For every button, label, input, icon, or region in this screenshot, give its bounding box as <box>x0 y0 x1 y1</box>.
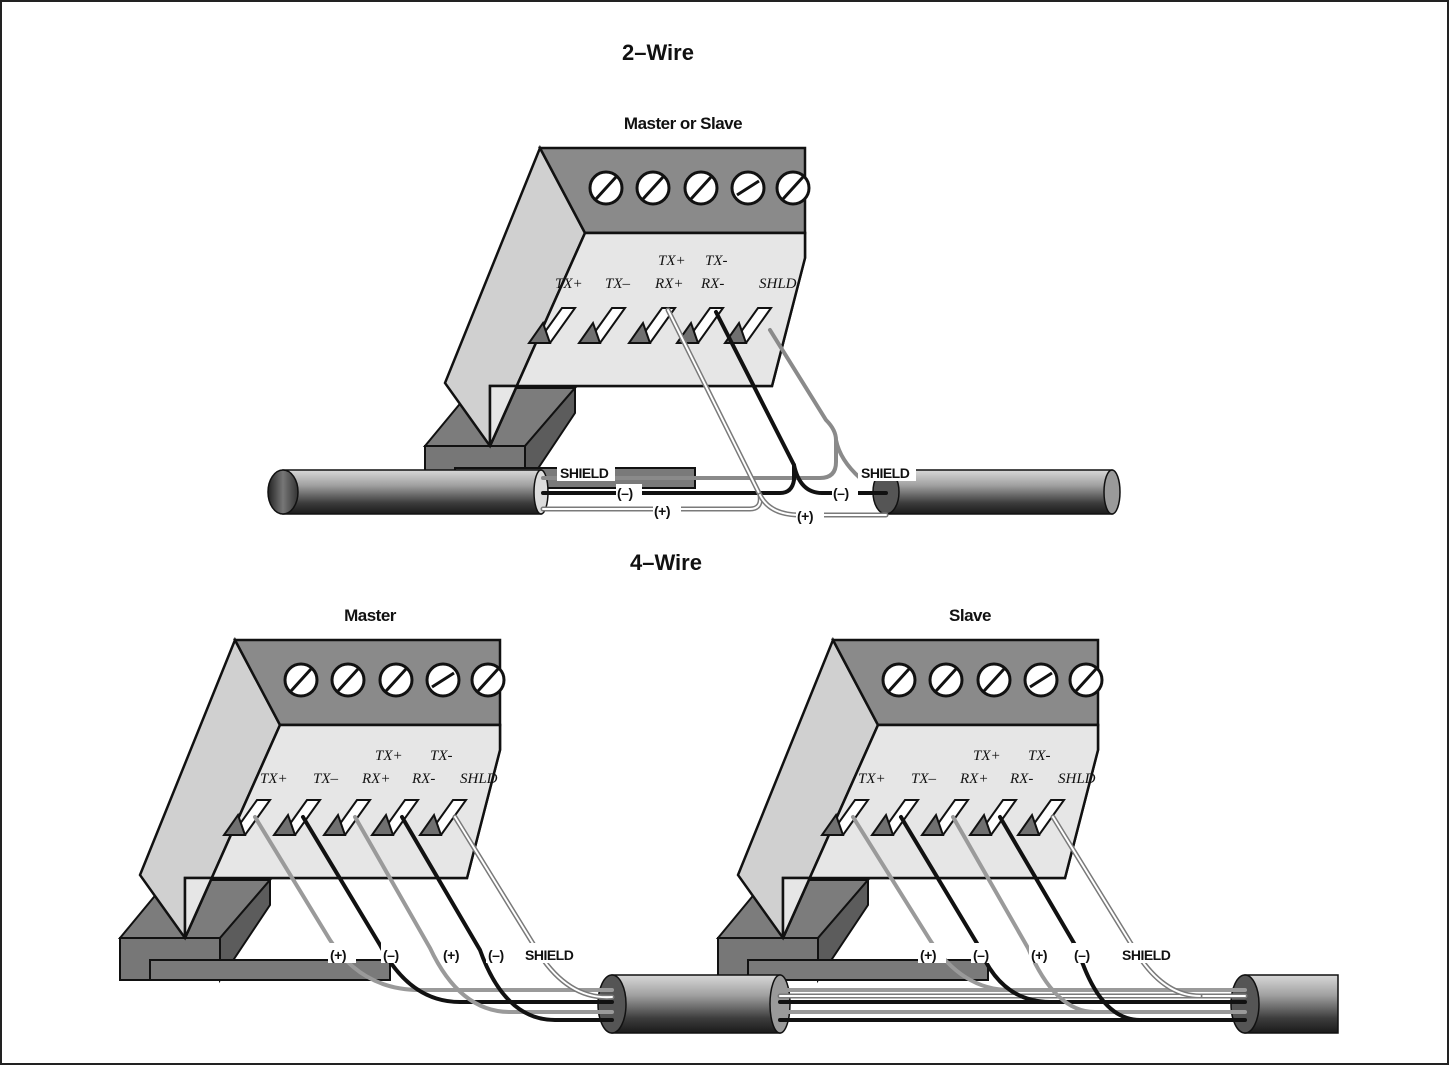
master-label-minus-1: (–) <box>383 947 399 963</box>
four-wire-cable-middle <box>597 974 791 1034</box>
terminal-label-rxminus: RX- <box>700 276 724 292</box>
master-terminal-upper-txminus: TX- <box>430 748 453 764</box>
minus-label-left: (–) <box>617 485 633 501</box>
slave-wire-labels: (+) (–) (+) (–) SHIELD <box>918 943 1177 963</box>
terminal-label-txplus: TX+ <box>555 276 583 292</box>
terminal-label-shld: SHLD <box>759 276 797 292</box>
shield-label-left: SHIELD <box>560 465 609 481</box>
shield-label-right: SHIELD <box>861 465 910 481</box>
slave-label: Slave <box>949 606 991 625</box>
master-terminal-rxminus: RX- <box>411 771 435 787</box>
slave-terminal-upper-txminus: TX- <box>1028 748 1051 764</box>
slave-terminal-txminus: TX– <box>911 771 937 787</box>
slave-terminal-shld: SHLD <box>1058 771 1096 787</box>
slave-label-plus-1: (+) <box>920 947 936 963</box>
plus-label-left: (+) <box>654 503 670 519</box>
master-label-plus-2: (+) <box>443 947 459 963</box>
slave-terminal-rxminus: RX- <box>1009 771 1033 787</box>
slave-label-plus-2: (+) <box>1031 947 1047 963</box>
master-terminal-block: TX+ TX– TX+ RX+ TX- RX- SHLD <box>118 638 506 982</box>
slave-label-minus-2: (–) <box>1074 947 1090 963</box>
slave-label-shield: SHIELD <box>1122 947 1171 963</box>
terminal-label-txminus: TX– <box>605 276 631 292</box>
four-wire-cable-right <box>1230 974 1339 1034</box>
slave-terminal-upper-txplus: TX+ <box>973 748 1001 764</box>
slave-terminal-rxplus: RX+ <box>959 771 988 787</box>
terminal-label-rxplus: RX+ <box>654 276 683 292</box>
two-wire-cable-left <box>267 469 549 515</box>
master-terminal-txplus: TX+ <box>260 771 288 787</box>
master-wire-labels: (+) (–) (+) (–) SHIELD <box>328 943 580 963</box>
two-wire-device-label: Master or Slave <box>624 114 742 133</box>
master-terminal-txminus: TX– <box>313 771 339 787</box>
master-terminal-upper-txplus: TX+ <box>375 748 403 764</box>
two-wire-labels: SHIELD SHIELD (–) (–) (+) (+) <box>557 463 916 524</box>
master-label-minus-2: (–) <box>488 947 504 963</box>
slave-terminal-txplus: TX+ <box>858 771 886 787</box>
terminal-upper-txplus: TX+ <box>658 253 686 269</box>
master-label: Master <box>344 606 397 625</box>
master-terminal-rxplus: RX+ <box>361 771 390 787</box>
trunk-wires <box>777 988 1248 1022</box>
four-wire-title: 4–Wire <box>630 550 702 575</box>
master-label-plus-1: (+) <box>330 947 346 963</box>
slave-terminal-block: TX+ TX– TX+ RX+ TX- RX- SHLD <box>716 638 1104 982</box>
master-terminal-shld: SHLD <box>460 771 498 787</box>
terminal-upper-txminus: TX- <box>705 253 728 269</box>
slave-label-minus-1: (–) <box>973 947 989 963</box>
plus-label-right: (+) <box>797 508 813 524</box>
minus-label-right: (–) <box>833 485 849 501</box>
two-wire-terminal-block: TX+ TX– TX+ RX+ TX- RX- SHLD <box>423 146 811 490</box>
master-label-shield: SHIELD <box>525 947 574 963</box>
two-wire-title: 2–Wire <box>622 40 694 65</box>
